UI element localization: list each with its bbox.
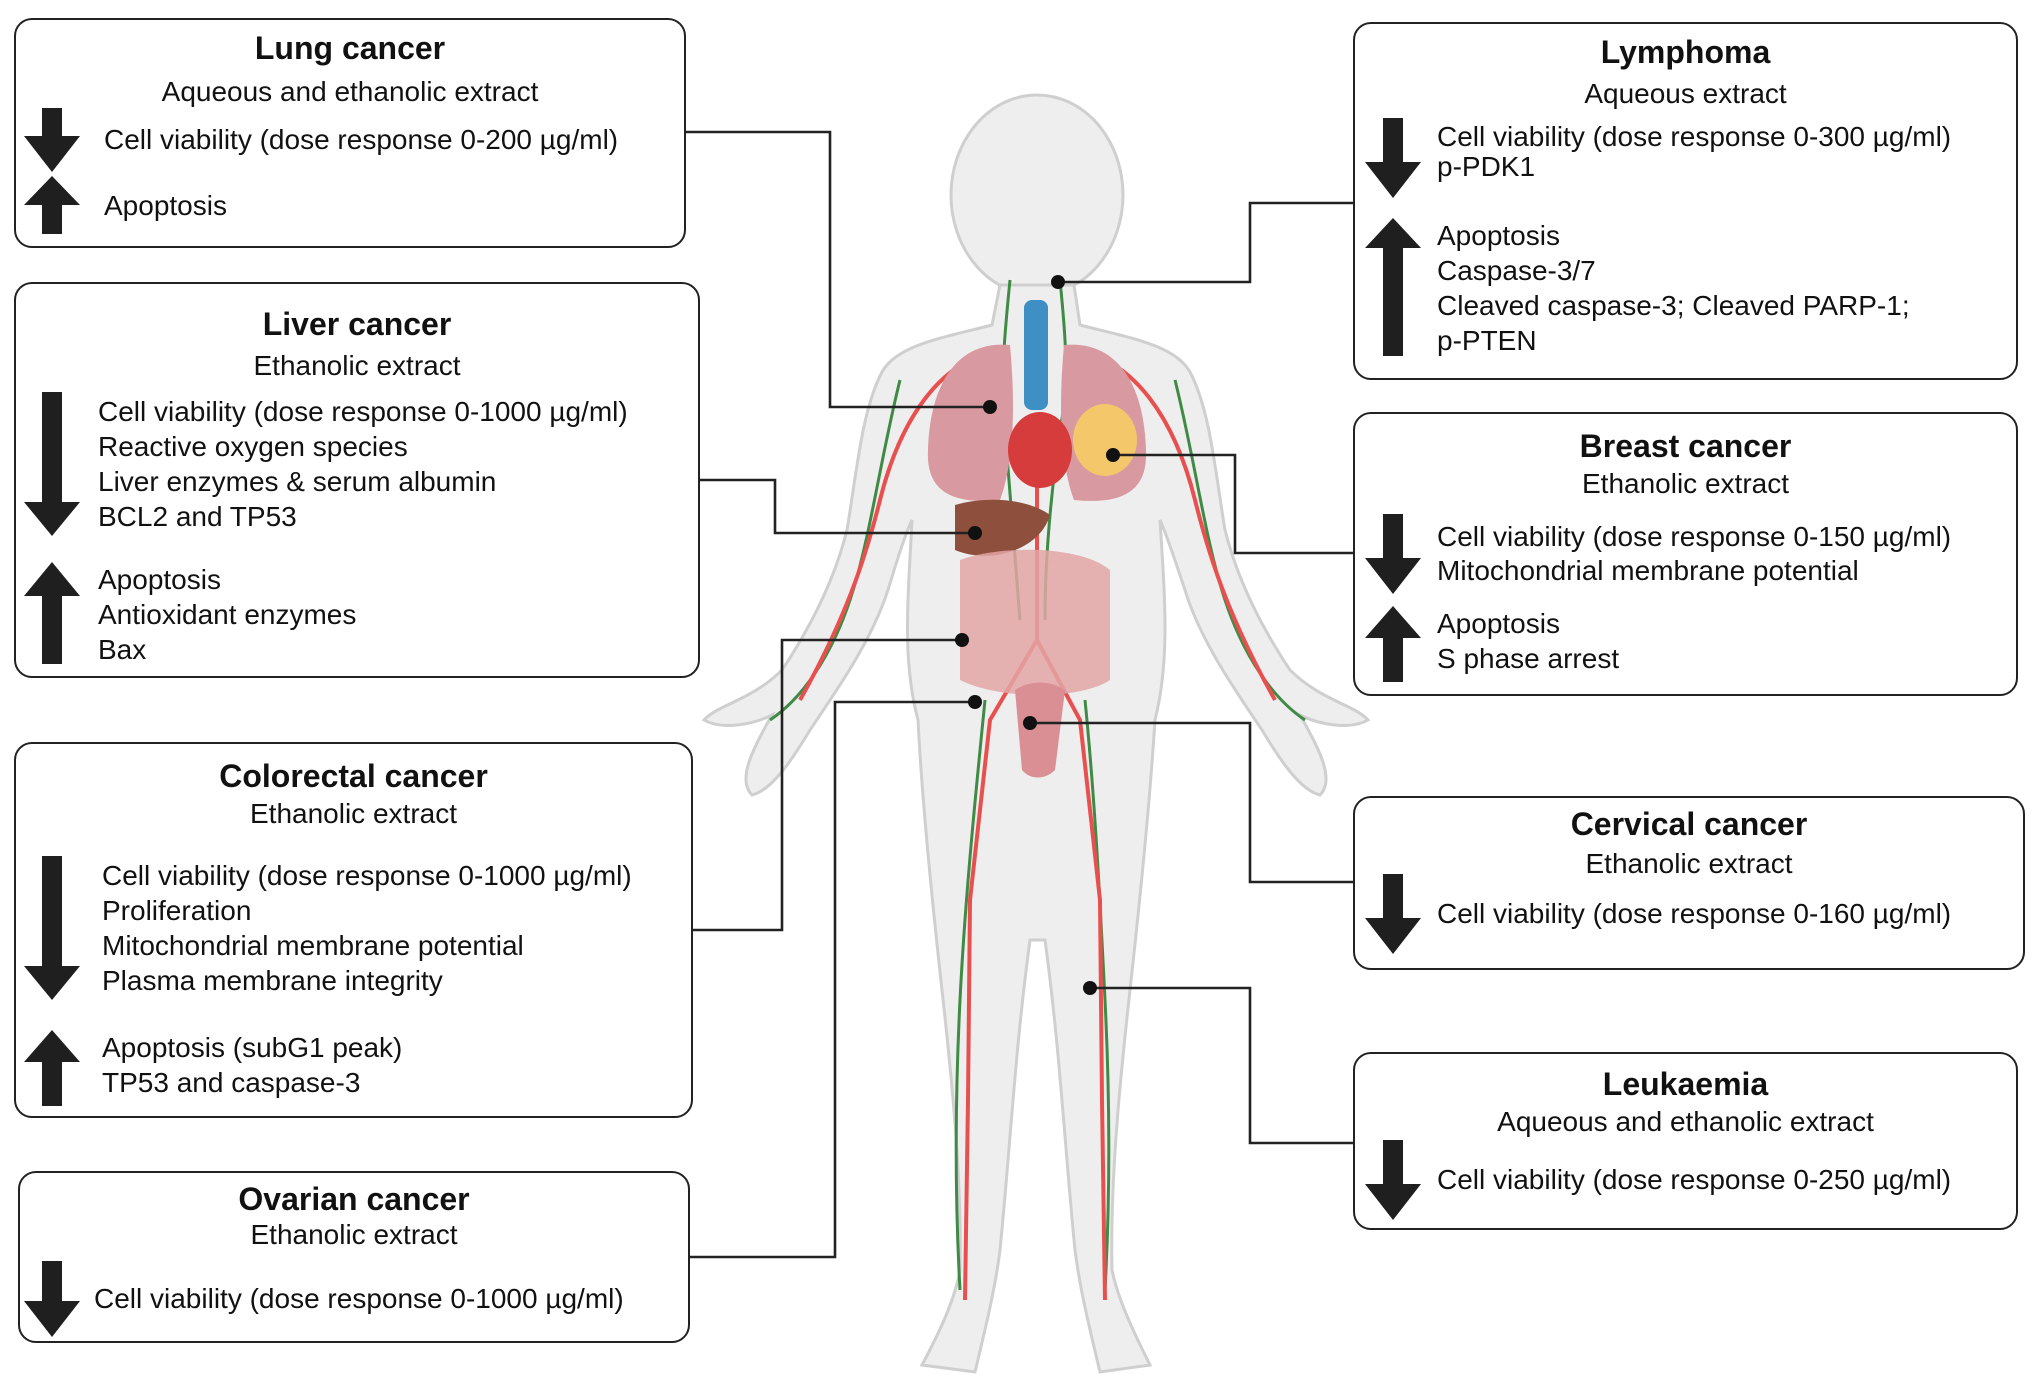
liver-title: Liver cancer [262,306,452,342]
liver-up-item: Bax [98,634,147,665]
lung-cancer-box: Lung cancer Aqueous and ethanolic extrac… [14,18,686,248]
ovarian-title: Ovarian cancer [238,1181,470,1217]
up-arrow-icon [1365,218,1421,356]
colorectal-down-item: Cell viability (dose response 0-1000 µg/… [102,860,632,891]
connector-cervical [1030,721,1353,884]
lymphoma-up-item: Caspase-3/7 [1437,255,1596,286]
colorectal-down-item: Proliferation [102,895,252,926]
liver-down-item: Reactive oxygen species [98,431,408,462]
down-arrow-icon [1365,874,1421,954]
connector-ovarian [690,700,975,1259]
connector-lymphoma [1058,201,1353,284]
breast-down-item: Cell viability (dose response 0-150 µg/m… [1437,521,1952,552]
liver-up-item: Antioxidant enzymes [98,599,357,630]
leukaemia-down-item: Cell viability (dose response 0-250 µg/m… [1437,1164,1952,1195]
down-arrow-icon [24,856,80,1000]
breast-cancer-box: Breast cancer Ethanolic extract Cell via… [1353,412,2018,696]
liver [955,499,1050,556]
colorectal-down-item: Mitochondrial membrane potential [102,930,524,961]
uterus [1015,682,1065,778]
lung-up-item: Apoptosis [104,190,227,221]
down-arrow-icon [24,1261,80,1337]
cervical-subtitle: Ethanolic extract [1585,848,1793,879]
connector-lines [686,130,1353,1259]
leukaemia-title: Leukaemia [1602,1066,1769,1102]
down-arrow-icon [1365,118,1421,198]
liver-up-item: Apoptosis [98,564,221,595]
up-arrow-icon [24,176,80,234]
breast-subtitle: Ethanolic extract [1582,468,1789,499]
lymphoma-down-item: p-PDK1 [1437,151,1536,182]
left-lung [927,344,1013,501]
lymphoma-down-item: Cell viability (dose response 0-300 µg/m… [1437,121,1952,152]
leukaemia-box: Leukaemia Aqueous and ethanolic extract … [1353,1052,2018,1230]
ovarian-cancer-box: Ovarian cancer Ethanolic extract Cell vi… [18,1171,690,1343]
liver-subtitle: Ethanolic extract [253,350,461,381]
up-arrow-icon [24,562,80,664]
down-arrow-icon [24,108,80,172]
cervical-down-item: Cell viability (dose response 0-160 µg/m… [1437,898,1952,929]
connector-colorectal [693,638,962,932]
breast-tissue [1073,404,1137,476]
colorectal-up-item: TP53 and caspase-3 [102,1067,361,1098]
colon [960,549,1110,695]
liver-cancer-box: Liver cancer Ethanolic extract Cell viab… [14,282,700,678]
lymphoma-box: Lymphoma Aqueous extract Cell viability … [1353,22,2018,380]
lymphoma-up-item: Apoptosis [1437,220,1560,251]
breast-up-item: S phase arrest [1437,643,1620,674]
colorectal-up-item: Apoptosis (subG1 peak) [102,1032,403,1063]
liver-down-item: BCL2 and TP53 [98,501,297,532]
lung-down-item: Cell viability (dose response 0-200 µg/m… [104,124,619,155]
colorectal-down-item: Plasma membrane integrity [102,965,443,996]
heart [1008,412,1072,488]
ovarian-down-item: Cell viability (dose response 0-1000 µg/… [94,1283,624,1314]
liver-down-item: Cell viability (dose response 0-1000 µg/… [98,396,628,427]
up-arrow-icon [1365,606,1421,682]
body-silhouette [701,93,1371,1374]
cervical-cancer-box: Cervical cancer Ethanolic extract Cell v… [1353,796,2025,970]
down-arrow-icon [1365,514,1421,594]
colorectal-title: Colorectal cancer [219,758,488,794]
lymphoma-title: Lymphoma [1600,34,1771,70]
leukaemia-subtitle: Aqueous and ethanolic extract [1497,1106,1874,1137]
organs [927,300,1147,778]
connector-leukaemia [1090,986,1353,1145]
breast-up-item: Apoptosis [1437,608,1560,639]
connector-breast [1113,453,1353,555]
colorectal-cancer-box: Colorectal cancer Ethanolic extract Cell… [14,742,693,1118]
ovarian-subtitle: Ethanolic extract [250,1219,458,1250]
breast-down-item: Mitochondrial membrane potential [1437,555,1859,586]
down-arrow-icon [24,392,80,536]
liver-down-item: Liver enzymes & serum albumin [98,466,497,497]
organ-markers [955,275,1120,995]
lymphoma-up-item: p-PTEN [1437,325,1537,356]
cervical-title: Cervical cancer [1570,806,1808,842]
lymphoma-subtitle: Aqueous extract [1584,78,1787,109]
up-arrow-icon [24,1030,80,1106]
lung-title: Lung cancer [254,30,446,66]
connector-lung [686,130,990,409]
colorectal-subtitle: Ethanolic extract [250,798,457,829]
breast-title: Breast cancer [1579,428,1792,464]
connector-liver [700,478,975,535]
lung-subtitle: Aqueous and ethanolic extract [161,76,539,107]
lymphoma-up-item: Cleaved caspase-3; Cleaved PARP-1; [1437,290,1910,321]
down-arrow-icon [1365,1140,1421,1220]
